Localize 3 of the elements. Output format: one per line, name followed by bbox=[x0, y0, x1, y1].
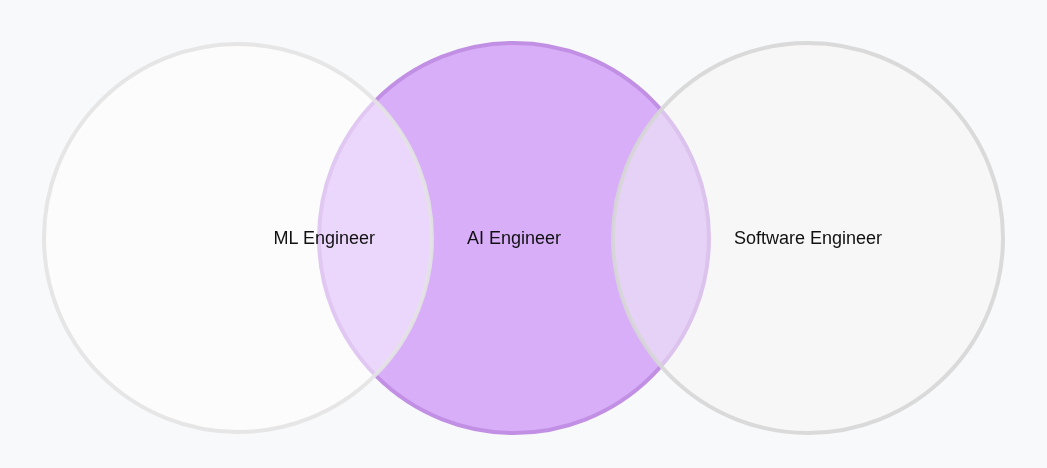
set-label: Software Engineer bbox=[733, 227, 883, 249]
set-label: ML Engineer bbox=[273, 227, 375, 249]
set-label: AI Engineer bbox=[466, 227, 562, 249]
